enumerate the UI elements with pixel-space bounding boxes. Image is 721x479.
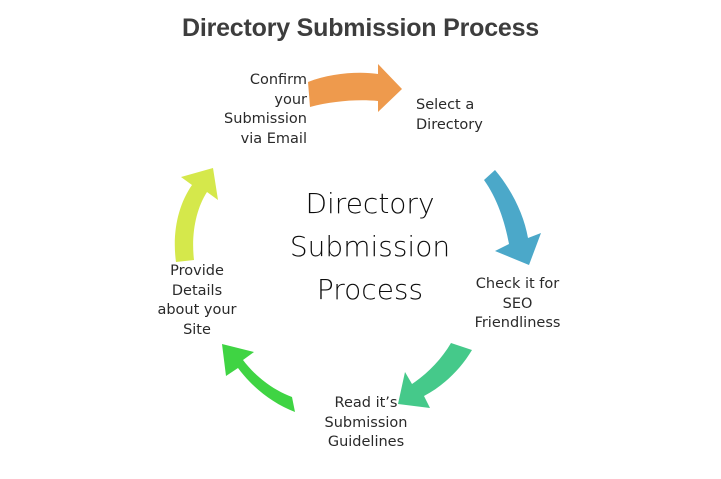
step-check-line-2: SEO: [502, 295, 533, 312]
center-label-line-1: Directory: [305, 187, 435, 220]
arrow-upper-lime-icon: [174, 168, 218, 262]
arrow-top-orange-icon: [308, 64, 402, 112]
center-label-line-2: Submission: [289, 230, 451, 263]
step-provide-line-2: Details: [171, 282, 223, 299]
center-label: Directory Submission Process: [250, 182, 490, 311]
step-provide-line-1: Provide: [170, 263, 224, 279]
step-check-line-3: Friendliness: [474, 315, 561, 331]
step-confirm-line-4: via Email: [240, 130, 307, 147]
step-provide-line-3: about your: [157, 302, 237, 318]
step-label-check-seo: Check it for SEO Friendliness: [450, 275, 585, 334]
step-check-line-1: Check it for: [475, 276, 560, 292]
step-select-line-2: Directory: [416, 116, 483, 133]
step-label-read-guidelines: Read it’s Submission Guidelines: [300, 394, 432, 453]
arrow-right-blue-icon: [484, 170, 541, 265]
step-label-provide-details: Provide Details about your Site: [133, 262, 261, 340]
step-label-select-directory: Select a Directory: [416, 96, 526, 135]
step-select-line-1: Select a: [416, 97, 475, 113]
step-confirm-line-1: Confirm: [249, 72, 307, 88]
step-provide-line-4: Site: [183, 321, 211, 338]
arrow-left-green-icon: [222, 344, 295, 412]
step-read-line-3: Guidelines: [327, 434, 405, 450]
step-read-line-1: Read it’s: [334, 395, 398, 411]
step-confirm-line-2: your: [274, 91, 307, 108]
center-label-line-3: Process: [316, 273, 424, 306]
step-confirm-line-3: Submission: [224, 111, 307, 127]
step-label-confirm: Confirm your Submission via Email: [185, 71, 307, 149]
page-title: Directory Submission Process: [181, 14, 540, 42]
step-read-line-2: Submission: [324, 414, 408, 431]
